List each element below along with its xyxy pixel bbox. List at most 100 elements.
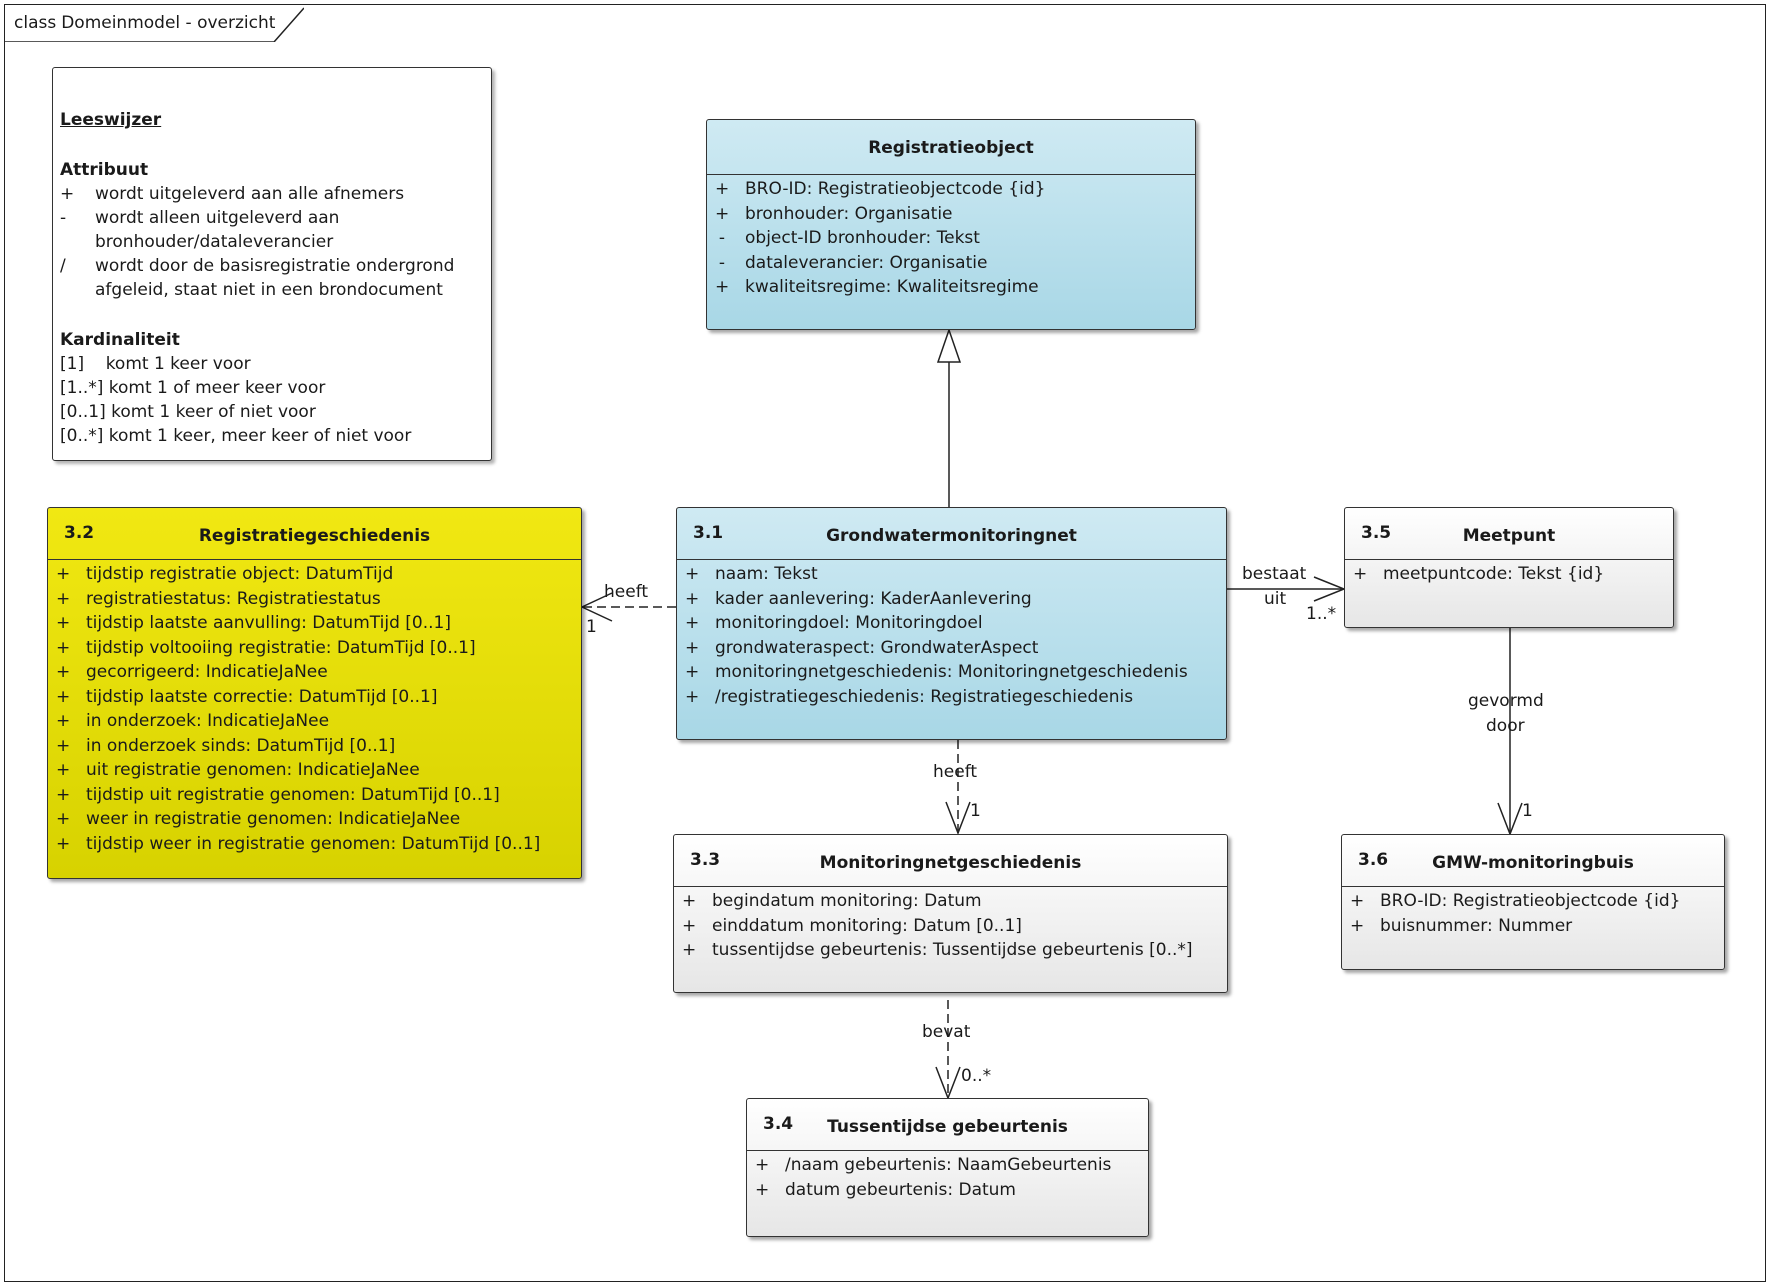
attribute-text: bronhouder: Organisatie <box>745 203 953 224</box>
class-registratieobject[interactable]: Registratieobject +BRO-ID: Registratieob… <box>706 119 1196 330</box>
attribute-text: tijdstip weer in registratie genomen: Da… <box>86 833 541 854</box>
class-attribute: + tijdstip uit registratie genomen: Datum… <box>48 785 581 810</box>
attribute-visibility: + <box>56 711 71 731</box>
attribute-visibility: + <box>56 662 71 682</box>
class-registratiegeschiedenis[interactable]: 3.2 Registratiegeschiedenis +tijdstip re… <box>47 507 582 879</box>
legend-attr-text: bronhouder/dataleverancier <box>95 232 334 252</box>
attribute-visibility: + <box>685 613 700 633</box>
attribute-text: BRO-ID: Registratieobjectcode {id} <box>1380 891 1681 911</box>
class-attributes: + begindatum monitoring: Datum +einddatum … <box>674 887 1227 965</box>
assoc-heeft-registratie-label: heeft <box>604 582 649 602</box>
class-number: 3.3 <box>690 850 721 870</box>
attribute-visibility: + <box>715 203 730 224</box>
legend-attr-text: wordt alleen uitgeleverd aan <box>95 208 340 228</box>
legend-attr-sym: - <box>60 208 67 228</box>
class-attribute: +monitoringdoel: Monitoringdoel <box>677 613 1226 638</box>
class-monitoringnetgeschiedenis[interactable]: 3.3 Monitoringnetgeschiedenis + begindatu… <box>673 834 1228 993</box>
legend-title: Leeswijzer <box>60 110 162 130</box>
class-attribute: +meetpuntcode: Tekst {id} <box>1345 564 1673 589</box>
assoc-gevormd-door-label-2: door <box>1486 716 1525 736</box>
attribute-visibility: + <box>56 564 71 584</box>
attribute-visibility: + <box>685 564 700 584</box>
frame-tab-outline <box>4 7 304 42</box>
legend-attr-text: afgeleid, staat niet in een brondocument <box>95 280 443 300</box>
class-attribute: +in onderzoek: IndicatieJaNee <box>48 711 581 736</box>
class-attribute: +tijdstip registratie object: DatumTijd <box>48 564 581 589</box>
attribute-text: weer in registratie genomen: IndicatieJa… <box>86 809 461 829</box>
class-number: 3.1 <box>693 523 724 543</box>
attribute-visibility: + <box>1350 891 1365 911</box>
class-name: Tussentijdse gebeurtenis <box>827 1117 1068 1137</box>
assoc-gevormd-door-multiplicity: 1 <box>1522 801 1533 821</box>
class-number: 3.2 <box>64 523 95 543</box>
attribute-visibility: + <box>56 760 71 780</box>
attribute-text: einddatum monitoring: Datum [0..1] <box>712 915 1022 936</box>
class-attribute: +tussentijdse gebeurtenis: Tussentijdse … <box>674 940 1227 965</box>
class-name: Monitoringnetgeschiedenis <box>819 853 1082 873</box>
attribute-text: begindatum monitoring: Datum <box>712 891 982 911</box>
class-header: Registratieobject <box>707 120 1195 175</box>
legend-attr-text: wordt door de basisregistratie ondergron… <box>95 256 455 276</box>
legend-note: Leeswijzer Attribuut + wordt uitgeleverd… <box>52 67 492 461</box>
attribute-text: /registratiegeschiedenis: Registratieges… <box>715 686 1134 707</box>
attribute-visibility: + <box>56 833 71 854</box>
class-attribute: +buisnummer: Nummer <box>1342 916 1724 941</box>
assoc-bevat-label: bevat <box>922 1022 971 1042</box>
class-grondwatermonitoringnet[interactable]: 3.1 Grondwatermonitoringnet + naam: Tekst… <box>676 507 1227 740</box>
attribute-text: registratiestatus: Registratiestatus <box>86 588 381 609</box>
class-gmw-monitoringbuis[interactable]: 3.6 GMW-monitoringbuis +BRO-ID: Registra… <box>1341 834 1725 970</box>
class-attributes: + BRO-ID: Registratieobjectcode {id} +buis… <box>1342 887 1724 940</box>
legend-card-item: [0..1] komt 1 keer of niet voor <box>60 402 316 422</box>
class-meetpunt[interactable]: 3.5 Meetpunt +meetpuntcode: Tekst {id} <box>1344 507 1674 628</box>
attribute-visibility: + <box>56 809 71 829</box>
class-attribute: +tijdstip voltooiing registratie: DatumT… <box>48 638 581 663</box>
legend-attr-heading: Attribuut <box>60 160 149 180</box>
assoc-gevormd-door-label-1: gevormd <box>1468 691 1544 711</box>
class-attribute: + weer in registratie genomen: IndicatieJ… <box>48 809 581 834</box>
attribute-text: datum gebeurtenis: Datum <box>785 1179 1016 1200</box>
diagram-frame <box>4 4 1766 1282</box>
class-attribute: + uit registratie genomen: IndicatieJaNee <box>48 760 581 785</box>
attribute-visibility: + <box>56 686 71 707</box>
frame-name: Domeinmodel - overzicht <box>61 13 276 33</box>
class-attribute: +kader aanlevering: KaderAanlevering <box>677 589 1226 614</box>
assoc-bestaat-uit-label-2: uit <box>1264 589 1287 609</box>
attribute-visibility: + <box>685 686 700 707</box>
attribute-text: monitoringnetgeschiedenis: Monitoringnet… <box>715 662 1188 682</box>
attribute-text: gecorrigeerd: IndicatieJaNee <box>86 662 328 682</box>
attribute-visibility: + <box>56 784 71 805</box>
attribute-visibility: - <box>718 252 726 273</box>
class-attribute: +tijdstip laatste aanvulling: DatumTijd … <box>48 613 581 638</box>
class-attribute: + bronhouder: Organisatie <box>707 204 1195 229</box>
class-attribute: + BRO-ID: Registratieobjectcode {id} <box>1342 891 1724 916</box>
class-attribute: + registratiestatus: Registratiestatus <box>48 589 581 614</box>
class-header: 3.4 Tussentijdse gebeurtenis <box>747 1099 1148 1151</box>
class-attribute: +einddatum monitoring: Datum [0..1] <box>674 916 1227 941</box>
class-attribute: + gecorrigeerd: IndicatieJaNee <box>48 662 581 687</box>
class-tussentijdse-gebeurtenis[interactable]: 3.4 Tussentijdse gebeurtenis +/naam gebe… <box>746 1098 1149 1237</box>
class-attribute: + tijdstip weer in registratie genomen: D… <box>48 834 581 859</box>
attribute-text: uit registratie genomen: IndicatieJaNee <box>86 760 420 780</box>
class-attribute: +datum gebeurtenis: Datum <box>747 1180 1148 1205</box>
class-attribute: +BRO-ID: Registratieobjectcode {id} <box>707 179 1195 204</box>
attribute-visibility: - <box>718 228 726 248</box>
attribute-visibility: + <box>685 662 700 682</box>
attribute-visibility: + <box>56 588 71 609</box>
legend-card-item: [1] komt 1 keer voor <box>60 354 251 374</box>
attribute-visibility: + <box>56 735 71 756</box>
legend-attr-sym: + <box>60 184 75 204</box>
attribute-visibility: + <box>682 891 697 911</box>
attribute-text: naam: Tekst <box>715 564 818 584</box>
class-attribute: +grondwateraspect: GrondwaterAspect <box>677 638 1226 663</box>
assoc-bestaat-uit-label-1: bestaat <box>1242 564 1307 584</box>
class-header: 3.1 Grondwatermonitoringnet <box>677 508 1226 560</box>
assoc-heeft-monitoring-label: heeft <box>933 762 978 782</box>
assoc-bestaat-uit-multiplicity: 1..* <box>1306 604 1337 624</box>
attribute-text: tijdstip uit registratie genomen: DatumT… <box>86 784 500 805</box>
attribute-text: tijdstip laatste aanvulling: DatumTijd [… <box>86 613 451 633</box>
attribute-visibility: + <box>685 588 700 609</box>
attribute-text: kwaliteitsregime: Kwaliteitsregime <box>745 277 1039 297</box>
attribute-text: meetpuntcode: Tekst {id} <box>1383 564 1605 584</box>
